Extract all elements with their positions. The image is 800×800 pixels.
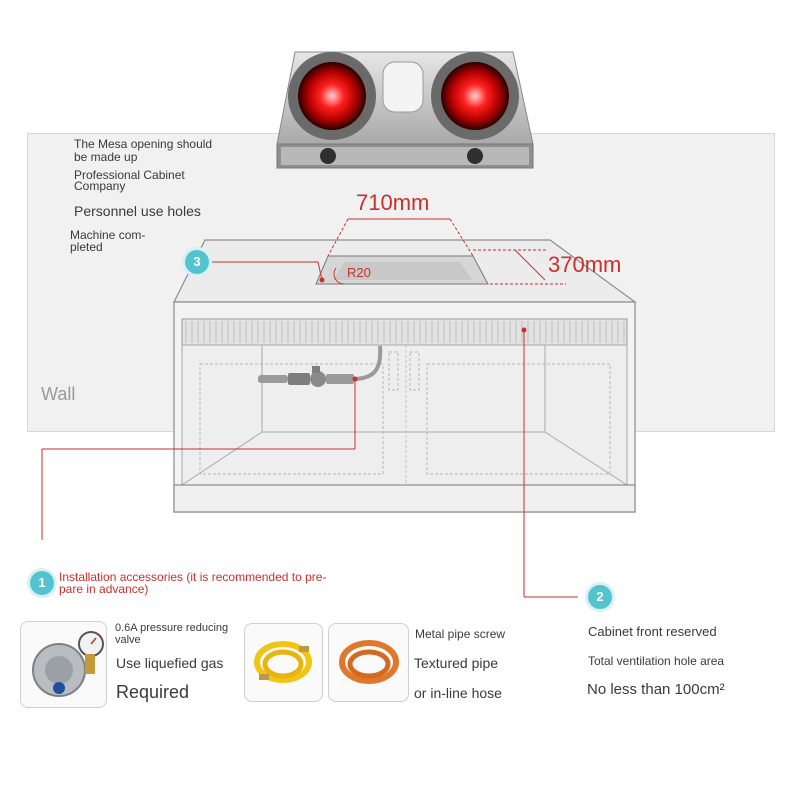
liquefied-gas-label: Use liquefied gas [116, 655, 224, 671]
ventilation-area-label: Total ventilation hole area [588, 654, 725, 668]
wall-label: Wall [41, 384, 76, 404]
yellow-hose-thumb [244, 623, 323, 702]
required-label: Required [116, 682, 190, 702]
cabinet-company-line1: Professional Cabinet [74, 168, 185, 182]
pressure-valve-icon [32, 631, 104, 697]
orange-hose-thumb [328, 623, 409, 702]
gas-stove-icon [276, 51, 534, 169]
cabinet-company-line2: Company [74, 179, 126, 193]
radius-label: R20 [347, 265, 371, 280]
badge-1: 1 [30, 571, 54, 595]
ventilation-min-label: No less than 100cm² [587, 681, 725, 698]
ventilation-grille [181, 318, 628, 346]
personnel-holes-label: Personnel use holes [74, 203, 201, 219]
machine-completed-line2: pleted [70, 240, 103, 254]
orange-hose-icon [339, 640, 399, 684]
pressure-valve-thumb [20, 621, 107, 708]
yellow-hose-icon [254, 641, 312, 683]
badge-2: 2 [588, 585, 612, 609]
textured-pipe-label: Textured pipe [414, 655, 499, 671]
machine-completed-line1: Machine com- [70, 228, 146, 242]
width-dimension: 710mm [356, 190, 430, 215]
valve-label-line2: valve [115, 634, 141, 646]
pipe-screw-label: Metal pipe screw [415, 627, 506, 641]
accessories-title-line1: Installation accessories (it is recommen… [59, 570, 327, 584]
gas-pipe-assembly [258, 345, 383, 387]
mesa-note-line2: be made up [74, 150, 138, 164]
mesa-note-line1: The Mesa opening should [74, 137, 213, 151]
ventilation-reserved-label: Cabinet front reserved [588, 624, 717, 639]
valve-label-line1: 0.6A pressure reducing [115, 622, 229, 634]
badge-3: 3 [185, 250, 209, 274]
inline-hose-label: or in-line hose [414, 685, 502, 701]
accessories-title-line2: pare in advance) [59, 582, 149, 596]
depth-dimension: 370mm [548, 252, 622, 277]
